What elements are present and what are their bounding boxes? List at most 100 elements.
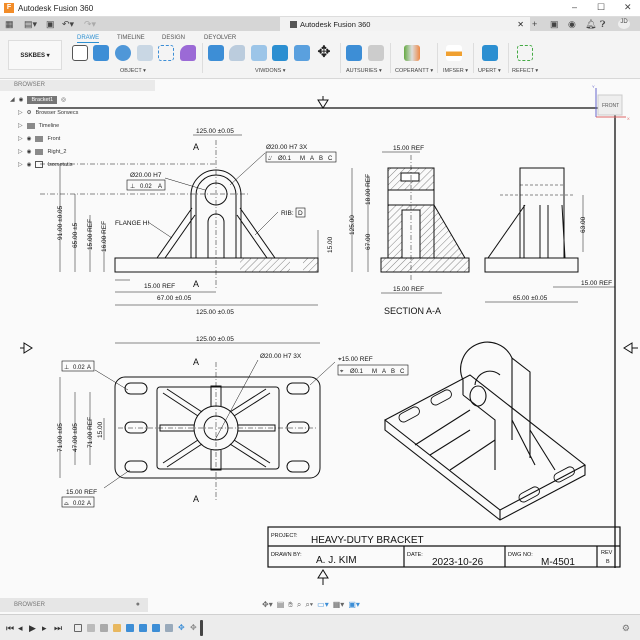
timeline-feature-icon[interactable] — [87, 624, 95, 632]
data-panel-icon[interactable]: ▣ — [550, 19, 559, 29]
play-icon[interactable]: ▶ — [29, 623, 36, 633]
zoom-window-icon[interactable]: ⌕▾ — [305, 600, 314, 609]
pattern-icon[interactable] — [158, 45, 174, 61]
save-icon[interactable]: ▣ — [46, 19, 55, 29]
joint-icon[interactable] — [368, 45, 384, 61]
close-tab-button[interactable]: ✕ — [517, 19, 524, 29]
timeline-move-icon[interactable]: ✥ — [178, 623, 185, 632]
group-refect[interactable]: REFECT ▾ — [512, 68, 539, 74]
expand-icon[interactable]: ▷ — [18, 149, 23, 155]
assemble-icon[interactable] — [346, 45, 362, 61]
timeline-sketch-icon[interactable] — [74, 624, 82, 632]
close-button[interactable]: ✕ — [624, 2, 632, 12]
extrude-icon[interactable] — [93, 45, 109, 61]
group-object[interactable]: OBJECT ▾ — [120, 68, 146, 74]
revolve-icon[interactable] — [115, 45, 131, 61]
undo-icon[interactable]: ↶▾ — [62, 19, 75, 29]
browser-item[interactable]: ▷◉Front — [18, 133, 60, 144]
insert-image-icon[interactable] — [482, 45, 498, 61]
redo-icon[interactable]: ↷▾ — [84, 19, 97, 29]
browser-item[interactable]: ▷Timeline — [18, 120, 59, 131]
hole-icon[interactable] — [137, 45, 153, 61]
isometric-view[interactable] — [383, 341, 587, 521]
combine-icon[interactable] — [272, 45, 288, 61]
grid-icon[interactable]: ▦▾ — [332, 600, 345, 609]
group-imfser[interactable]: IMFSER ▾ — [443, 68, 469, 74]
side-view[interactable]: 63.00 15.00 REF 65.00 ±0.05 — [484, 167, 615, 303]
pin-icon[interactable]: ● — [135, 601, 140, 608]
new-tab-icon[interactable]: + — [532, 19, 538, 29]
display-settings-icon[interactable]: ▭▾ — [317, 600, 329, 609]
browser-item[interactable]: ▷⚙Browser Sorwecs — [18, 107, 78, 118]
timeline-move-icon[interactable]: ✥ — [190, 623, 197, 632]
eye-icon[interactable]: ◉ — [26, 148, 32, 155]
step-forward-icon[interactable]: ▸ — [42, 623, 47, 633]
timeline-marker[interactable] — [200, 620, 203, 636]
step-back-icon[interactable]: ◂ — [18, 623, 23, 633]
fillet-icon[interactable] — [229, 45, 245, 61]
dim-h3: 15.00 REF — [87, 219, 94, 250]
split-icon[interactable] — [294, 45, 310, 61]
expand-icon[interactable]: ▷ — [18, 136, 23, 142]
eye-icon[interactable]: ◉ — [26, 161, 32, 168]
move-icon[interactable]: ✥ — [317, 44, 331, 61]
eye-icon[interactable]: ◉ — [26, 135, 32, 142]
timeline-feature-icon[interactable] — [165, 624, 173, 632]
root-component[interactable]: Bracket1 — [27, 95, 58, 104]
go-to-start-icon[interactable]: ⏮ — [6, 623, 15, 633]
timeline-feature-icon[interactable] — [100, 624, 108, 632]
form-icon[interactable] — [180, 45, 196, 61]
group-upert[interactable]: UPERT ▾ — [478, 68, 501, 74]
timeline-feature-icon[interactable] — [113, 624, 121, 632]
press-pull-icon[interactable] — [208, 45, 224, 61]
job-status-icon[interactable]: ◉ — [568, 19, 576, 29]
tab-deyolver[interactable]: DEYOLVER — [204, 35, 237, 41]
orbit-icon[interactable]: ✥▾ — [262, 600, 273, 609]
measure-icon[interactable] — [446, 45, 462, 61]
view-cube-face[interactable]: FRONT — [602, 103, 619, 109]
zoom-icon[interactable]: ⌕ — [296, 600, 302, 609]
timeline-settings-icon[interactable]: ⚙ — [621, 623, 630, 633]
user-avatar[interactable]: JD — [618, 19, 630, 29]
chamfer-icon[interactable] — [251, 45, 267, 61]
pan-icon[interactable]: ✋︎ — [288, 600, 293, 609]
group-autsuries[interactable]: AUTSURIES ▾ — [346, 68, 382, 74]
browser-item[interactable]: ▷◉Right_2 — [18, 146, 66, 157]
timeline-feature-icon[interactable] — [139, 624, 147, 632]
new-sketch-icon[interactable] — [72, 45, 88, 61]
collapse-icon[interactable]: ◢ — [10, 97, 15, 103]
timeline-feature-icon[interactable] — [152, 624, 160, 632]
expand-icon[interactable]: ▷ — [18, 110, 23, 116]
tab-design[interactable]: DESIGN — [162, 35, 186, 41]
timeline-feature-icon[interactable] — [126, 624, 134, 632]
browser-root[interactable]: ◢◉ Bracket1◎ — [10, 94, 66, 105]
expand-icon[interactable]: ▷ — [18, 123, 23, 129]
group-viwdons[interactable]: VIWDONS ▾ — [255, 68, 286, 74]
file-menu-icon[interactable]: ▤▾ — [24, 19, 38, 29]
maximize-button[interactable]: ☐ — [597, 2, 606, 12]
view-cube[interactable]: FRONT Y X — [592, 84, 630, 121]
document-tab[interactable]: Autodesk Fusion 360 ✕ — [280, 17, 530, 31]
expand-icon[interactable]: ▷ — [18, 162, 23, 168]
help-icon[interactable]: ❓︎ — [600, 19, 606, 29]
section-view[interactable]: 15.00 REF 125.00 18.00 REF 67.00 15.00 R… — [349, 145, 470, 316]
tab-drawe[interactable]: DRAWE — [77, 35, 100, 43]
notifications-icon[interactable]: 🔔︎ — [585, 19, 597, 29]
browser-panel-collapsed[interactable]: BROWSER● — [0, 598, 148, 612]
group-coperantt[interactable]: COPERANTT ▾ — [395, 68, 434, 74]
go-to-end-icon[interactable]: ⏭ — [54, 623, 63, 633]
appearance-icon[interactable] — [404, 45, 420, 61]
target-icon[interactable]: ◎ — [61, 96, 66, 103]
eye-icon[interactable]: ◉ — [18, 96, 24, 103]
apps-grid-icon[interactable]: ▦ — [5, 19, 14, 29]
minimize-button[interactable]: – — [572, 2, 578, 12]
top-view[interactable]: 125.00 ±0.05 Ø20.00 H7 3X ⌖15.00 REF ⌖Ø0… — [57, 336, 409, 508]
browser-header[interactable]: BROWSER — [0, 80, 155, 91]
workspace-selector[interactable]: SSKBES ▾ — [8, 40, 62, 70]
select-icon[interactable] — [517, 45, 533, 61]
viewports-icon[interactable]: ▣▾ — [348, 600, 360, 609]
look-at-icon[interactable]: ▤ — [276, 600, 285, 609]
tab-timeline[interactable]: TIMELINE — [117, 35, 145, 41]
